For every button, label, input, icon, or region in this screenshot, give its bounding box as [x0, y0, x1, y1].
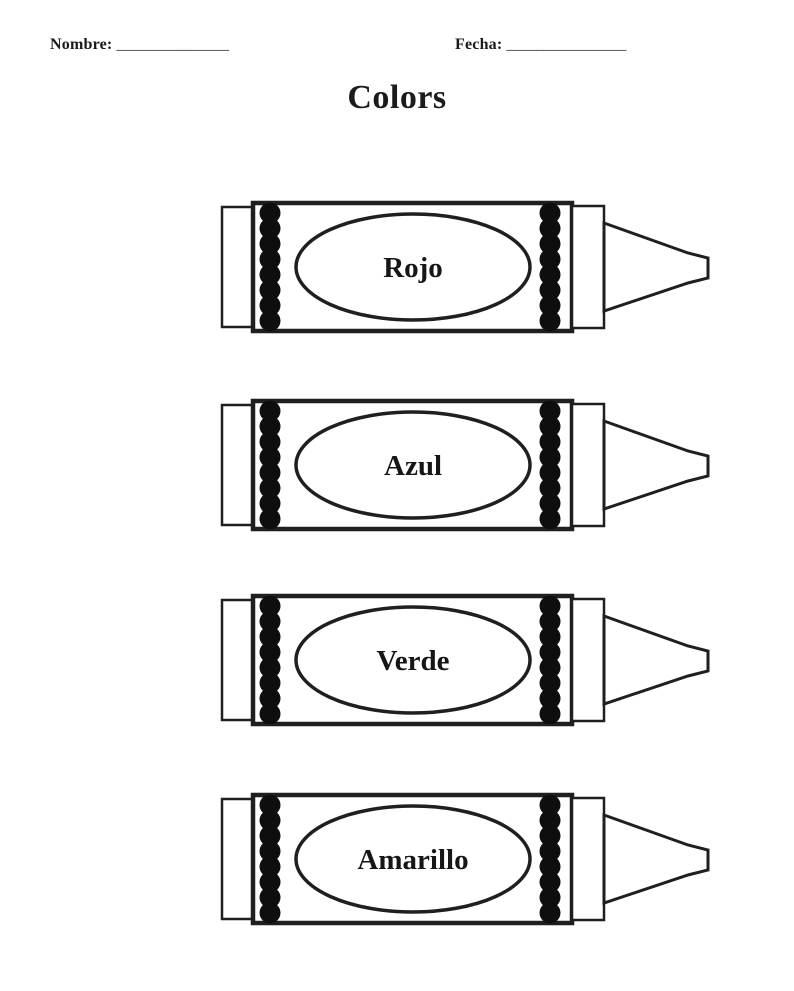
crayon-drawing: Verde — [220, 593, 710, 727]
crayon-left-cap — [220, 797, 255, 921]
name-field: Nombre: _______________ — [50, 36, 229, 54]
crayon-label-ellipse — [294, 410, 532, 520]
crayon-left-bead-stripe — [259, 400, 281, 530]
crayon-right-cap — [570, 796, 606, 922]
crayon-left-bead-stripe — [259, 202, 281, 332]
date-blank-line: ________________ — [506, 37, 627, 53]
crayon-right-cap — [570, 402, 606, 528]
crayon-color-label: Verde — [376, 645, 449, 677]
crayon-left-cap — [220, 403, 255, 527]
crayon-tip — [602, 418, 710, 512]
page-title: Colors — [347, 79, 447, 116]
crayon-right-bead-stripe — [539, 202, 561, 332]
crayon-tip — [602, 812, 710, 906]
crayon-illustration: Azul — [220, 398, 712, 534]
crayon-left-cap — [220, 598, 255, 722]
crayon-drawing: Azul — [220, 398, 710, 532]
crayon-label-ellipse — [294, 804, 532, 914]
crayon-right-cap — [570, 204, 606, 330]
crayon-left-bead-stripe — [259, 595, 281, 725]
crayon-label-ellipse — [294, 605, 532, 715]
crayon-drawing: Rojo — [220, 200, 710, 334]
crayon-drawing: Amarillo — [220, 792, 710, 926]
date-label: Fecha: — [455, 36, 503, 53]
name-blank-line: _______________ — [116, 37, 229, 53]
crayon-color-label: Amarillo — [357, 844, 468, 876]
crayon-left-cap — [220, 205, 255, 329]
crayon-right-bead-stripe — [539, 595, 561, 725]
crayon-right-bead-stripe — [539, 794, 561, 924]
crayon-color-label: Azul — [384, 450, 442, 482]
crayon-illustration: Verde — [220, 593, 712, 729]
crayon-color-label: Rojo — [383, 252, 443, 284]
crayon-tip — [602, 220, 710, 314]
crayon-right-cap — [570, 597, 606, 723]
date-field: Fecha: ________________ — [455, 36, 626, 54]
crayon-label-ellipse — [294, 212, 532, 322]
crayon-illustration: Amarillo — [220, 792, 712, 928]
crayon-illustration: Rojo — [220, 200, 712, 336]
crayon-left-bead-stripe — [259, 794, 281, 924]
name-label: Nombre: — [50, 36, 113, 53]
crayon-tip — [602, 613, 710, 707]
crayon-right-bead-stripe — [539, 400, 561, 530]
